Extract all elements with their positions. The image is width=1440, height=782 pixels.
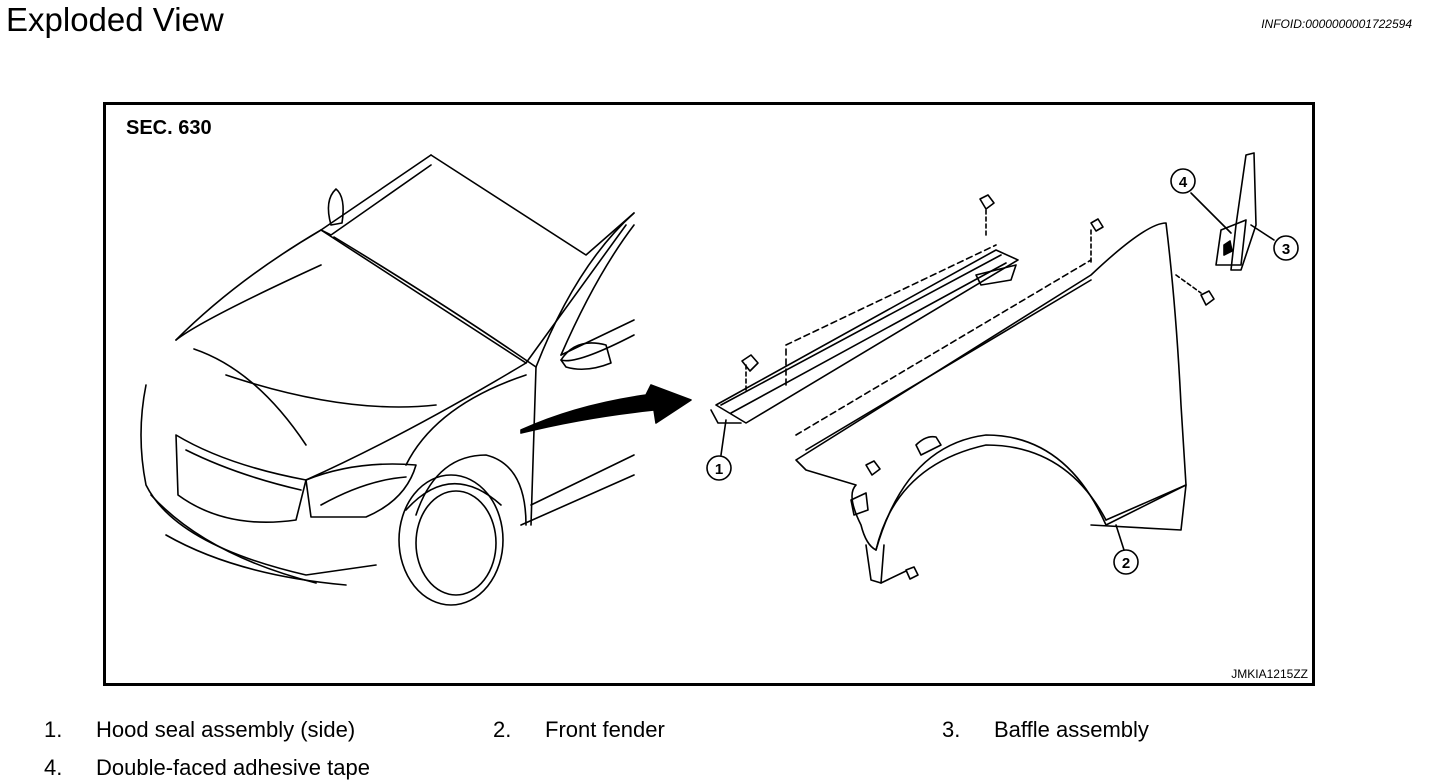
exploded-view-figure: SEC. 630 [103,102,1315,686]
exploded-drawing: 1 2 3 4 [140,152,1299,606]
callout-4: 4 [1170,168,1196,194]
legend-number: 3. [942,717,961,742]
page-title: Exploded View [6,1,224,38]
svg-text:2: 2 [1122,555,1130,572]
callout-1: 1 [706,455,732,481]
legend-number: 4. [44,755,63,780]
legend-label: Baffle assembly [994,717,1149,742]
legend-label: Double-faced adhesive tape [96,755,370,780]
front-fender [795,218,1215,584]
svg-text:1: 1 [715,461,723,478]
legend-number: 2. [493,717,512,742]
car-illustration [140,154,692,606]
svg-text:3: 3 [1282,241,1290,258]
figure-code: JMKIA1215ZZ [1231,667,1308,681]
baffle-assembly [1190,152,1275,271]
legend-label: Front fender [545,717,665,742]
info-id: INFOID:0000000001722594 [1261,17,1412,31]
section-label: SEC. 630 [126,117,212,139]
legend-number: 1. [44,717,63,742]
hood-seal-assembly [710,194,1019,456]
legend-label: Hood seal assembly (side) [96,717,356,742]
svg-text:4: 4 [1179,174,1188,191]
callout-3: 3 [1273,235,1299,261]
callout-2: 2 [1113,549,1139,575]
